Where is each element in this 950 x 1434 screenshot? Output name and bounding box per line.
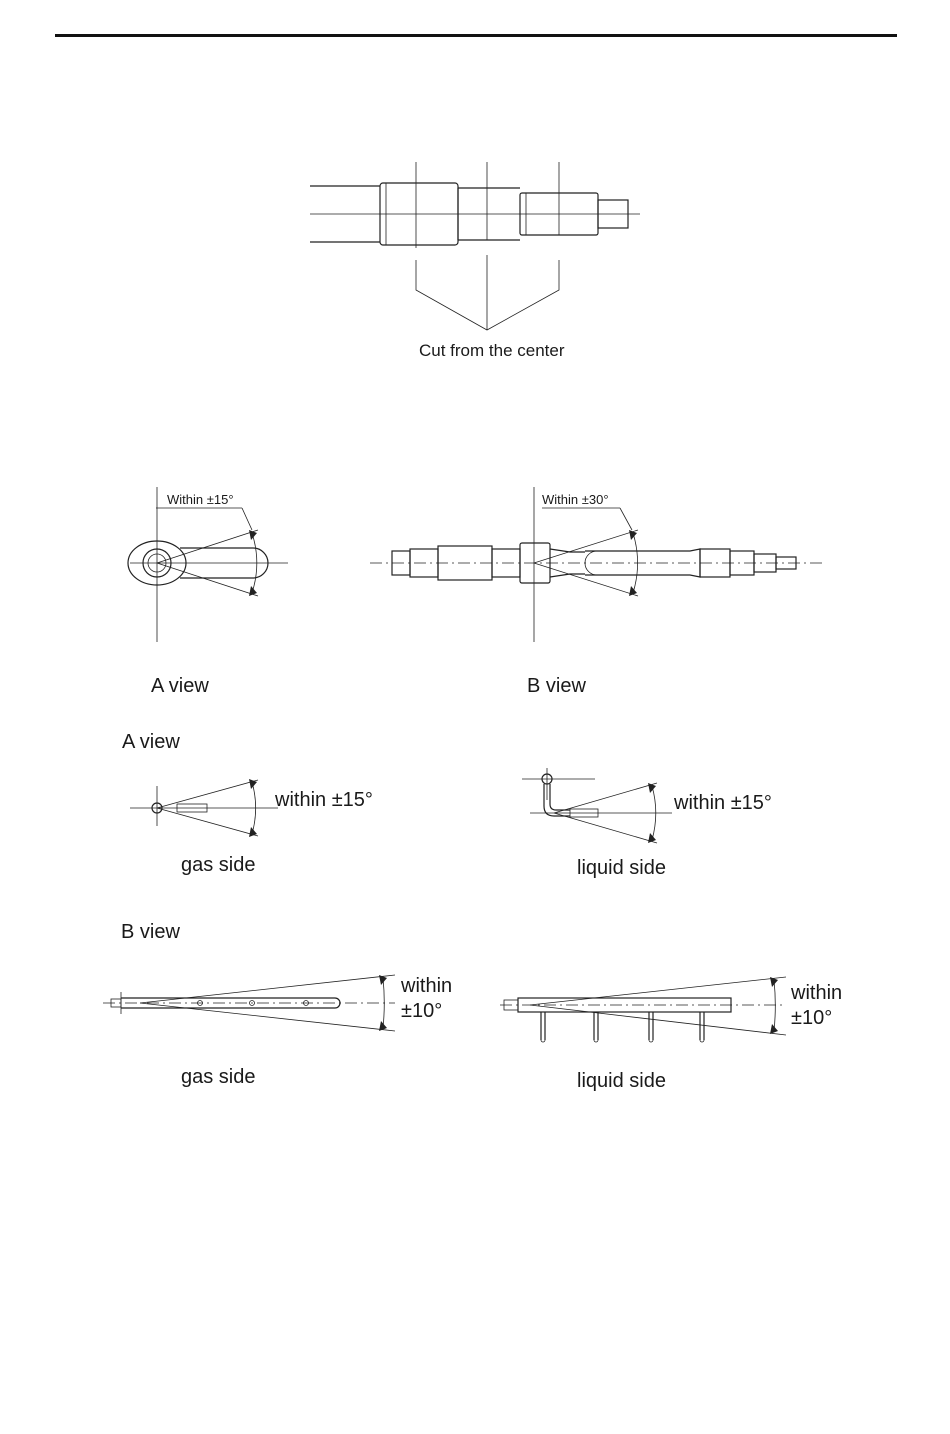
b-view-gas-angle-line1: within [401,975,452,997]
b-view-gas-caption: gas side [181,1067,256,1087]
b-view-liquid-angle-line1: within [791,982,842,1004]
b-view-gas-angle-line2: ±10° [401,1000,442,1022]
b-view-liquid-caption: liquid side [577,1071,666,1091]
b-view-liquid-angle: within ±10° [791,981,842,1031]
b-view-liquid-angle-line2: ±10° [791,1007,832,1029]
b-view-gas-angle: within ±10° [401,974,452,1024]
